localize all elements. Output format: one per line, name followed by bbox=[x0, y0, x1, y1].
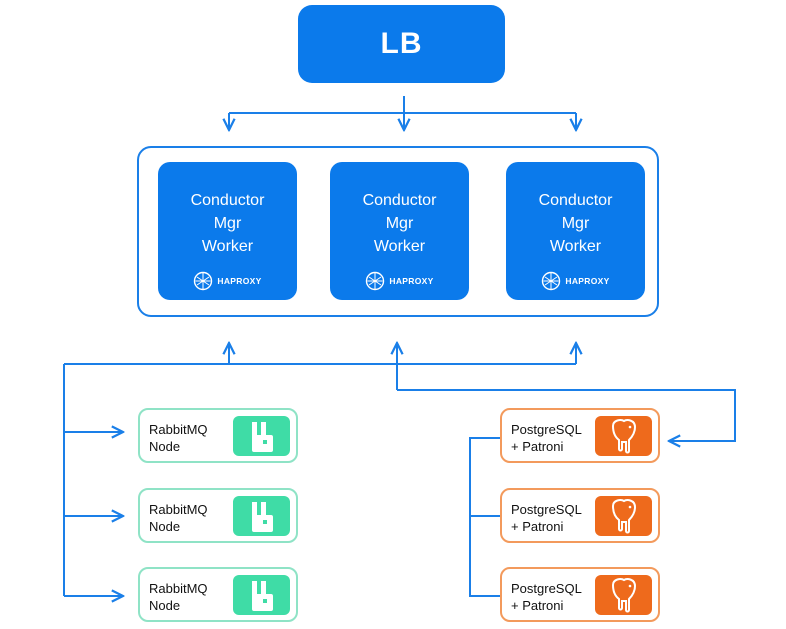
postgresql-elephant-icon bbox=[611, 419, 637, 454]
postgres-label: PostgreSQL bbox=[511, 502, 582, 517]
rabbitmq-icon bbox=[252, 581, 273, 611]
node-line: Mgr bbox=[385, 215, 414, 232]
rabbitmq-node-3: RabbitMQ Node bbox=[138, 567, 298, 622]
rabbitmq-label: RabbitMQ bbox=[149, 502, 208, 517]
haproxy-badge: HAPROXY bbox=[506, 271, 645, 291]
rabbitmq-logo-tile bbox=[233, 416, 290, 456]
node-line: Worker bbox=[373, 238, 426, 255]
rabbitmq-node-1: RabbitMQ Node bbox=[138, 408, 298, 463]
rabbitmq-label: RabbitMQ bbox=[149, 581, 208, 596]
postgres-logo-tile bbox=[595, 416, 652, 456]
postgres-logo-tile bbox=[595, 496, 652, 536]
postgres-node-1: PostgreSQL + Patroni bbox=[500, 408, 660, 463]
node-line: Mgr bbox=[561, 215, 590, 232]
rabbitmq-label: RabbitMQ bbox=[149, 422, 208, 437]
haproxy-badge: HAPROXY bbox=[158, 271, 297, 291]
haproxy-label: HAPROXY bbox=[217, 276, 262, 286]
rabbitmq-icon bbox=[252, 502, 273, 532]
haproxy-badge: HAPROXY bbox=[330, 271, 469, 291]
postgres-label: + Patroni bbox=[511, 598, 564, 613]
node-line: Mgr bbox=[213, 215, 242, 232]
postgresql-elephant-icon bbox=[611, 499, 637, 534]
rabbitmq-icon bbox=[252, 422, 273, 452]
node-line: Conductor bbox=[362, 192, 437, 209]
postgres-feed-line bbox=[397, 389, 736, 441]
haproxy-icon bbox=[366, 271, 385, 291]
postgres-node-2: PostgreSQL + Patroni bbox=[500, 488, 660, 543]
conductor-node-1: Conductor Mgr Worker HAPROXY bbox=[158, 162, 297, 300]
postgresql-elephant-icon bbox=[611, 578, 637, 613]
rabbitmq-label: Node bbox=[149, 598, 181, 613]
haproxy-icon bbox=[194, 271, 213, 291]
load-balancer-label: LB bbox=[380, 27, 423, 60]
node-line: Worker bbox=[201, 238, 254, 255]
load-balancer: LB bbox=[298, 5, 505, 83]
node-line: Conductor bbox=[538, 192, 613, 209]
haproxy-label: HAPROXY bbox=[389, 276, 434, 286]
rabbitmq-logo-tile bbox=[233, 496, 290, 536]
conductor-node-2: Conductor Mgr Worker HAPROXY bbox=[330, 162, 469, 300]
rabbitmq-node-2: RabbitMQ Node bbox=[138, 488, 298, 543]
postgres-bracket-line bbox=[469, 437, 500, 597]
haproxy-label: HAPROXY bbox=[565, 276, 610, 286]
node-line: Worker bbox=[549, 238, 602, 255]
postgres-label: PostgreSQL bbox=[511, 581, 582, 596]
postgres-label: + Patroni bbox=[511, 439, 564, 454]
postgres-label: + Patroni bbox=[511, 519, 564, 534]
node-line: Conductor bbox=[190, 192, 265, 209]
rabbitmq-label: Node bbox=[149, 519, 181, 534]
conductor-node-3: Conductor Mgr Worker HAPROXY bbox=[506, 162, 645, 300]
rabbitmq-logo-tile bbox=[233, 575, 290, 615]
postgres-node-3: PostgreSQL + Patroni bbox=[500, 567, 660, 622]
postgres-label: PostgreSQL bbox=[511, 422, 582, 437]
rabbitmq-label: Node bbox=[149, 439, 181, 454]
postgres-logo-tile bbox=[595, 575, 652, 615]
haproxy-icon bbox=[542, 271, 561, 291]
